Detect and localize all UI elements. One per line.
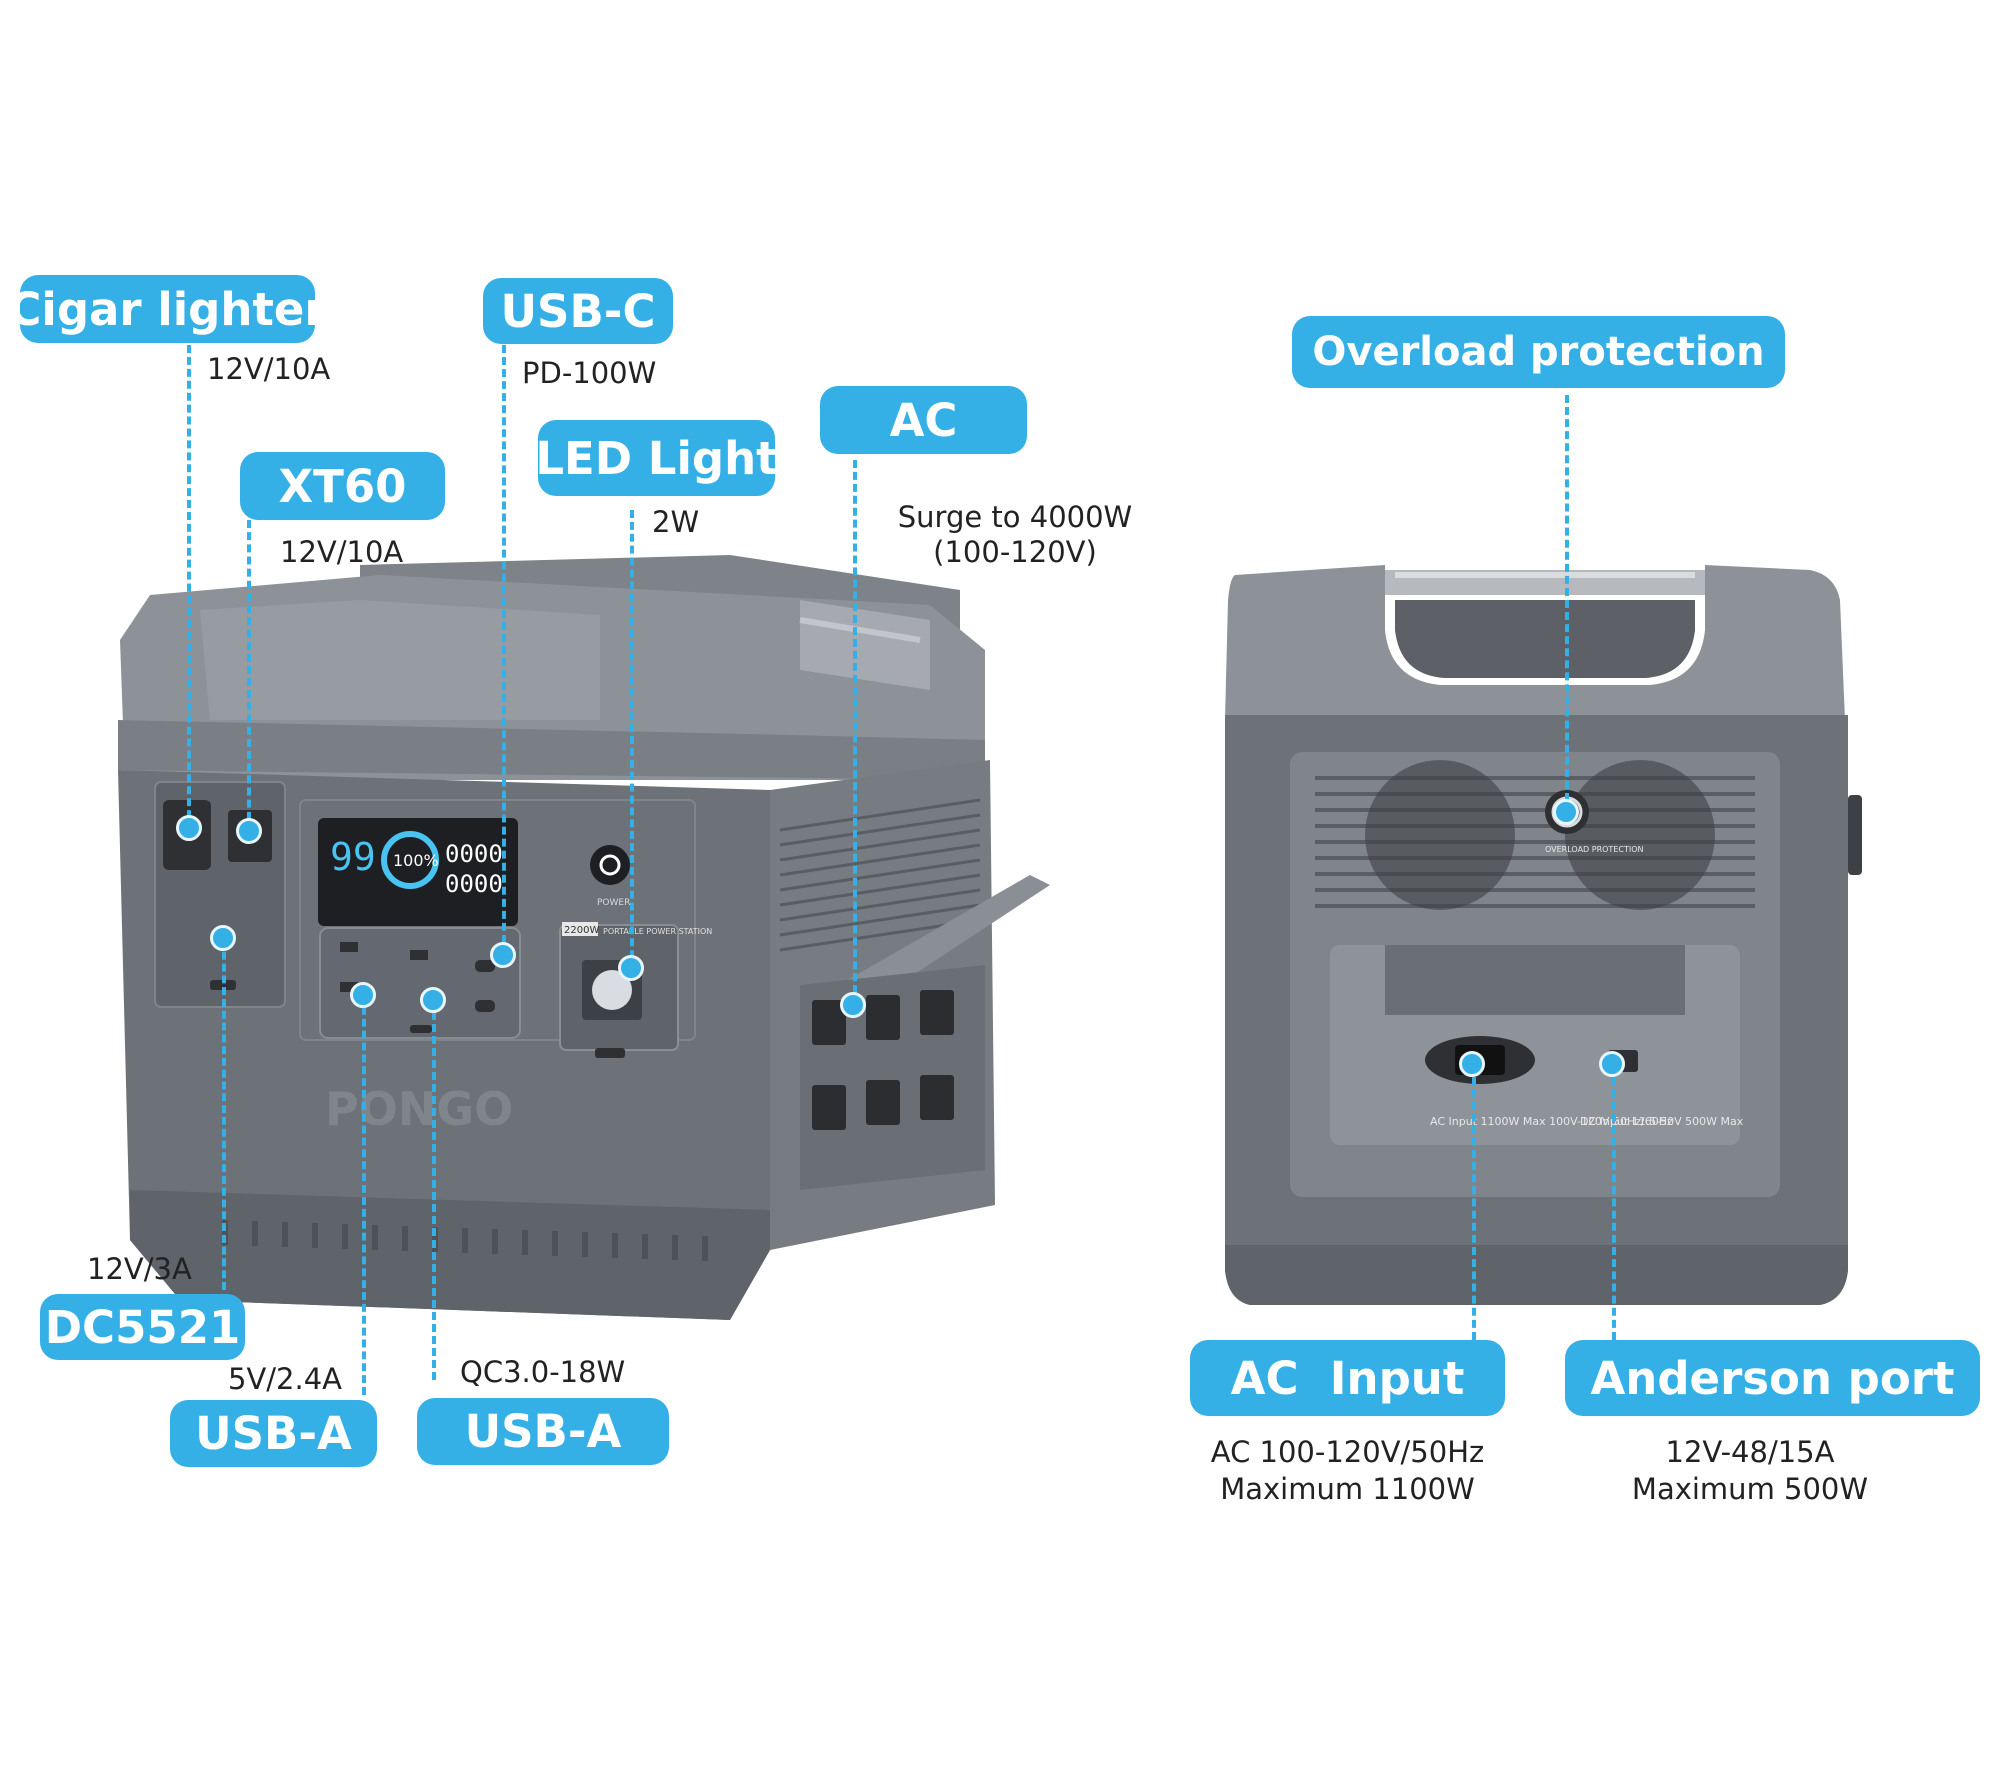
screen-ring-percent: 100% (393, 851, 439, 870)
hotspot-ac (840, 992, 866, 1018)
hotspot-usbc (490, 942, 516, 968)
screen-battery-digits: 99 (330, 835, 376, 879)
back-power-station: OVERLOAD PROTECTION AC Input 1100W Max 1… (1225, 565, 1862, 1305)
spec-anderson-line1: 12V-48/15A (1665, 1435, 1835, 1469)
hotspot-dc5521 (210, 925, 236, 951)
label-usb-c: USB-C (483, 278, 673, 344)
spec-ac-input-line2: Maximum 1100W (1220, 1472, 1475, 1506)
screen-top-digits: 0000 (445, 840, 503, 868)
overload-label: OVERLOAD PROTECTION (1545, 845, 1643, 854)
hotspot-usba1 (350, 982, 376, 1008)
dc-port-label: DC Input 11.5-50V 500W Max (1580, 1115, 1744, 1128)
spec-anderson-line2: Maximum 500W (1631, 1472, 1869, 1506)
leader-overload (1565, 395, 1569, 813)
label-overload-protection: Overload protection (1292, 316, 1785, 388)
spec-ac-input-line1: AC 100-120V/50Hz (1210, 1435, 1485, 1469)
leader-usba1 (362, 995, 366, 1395)
leader-led (630, 510, 634, 970)
hotspot-overload (1553, 799, 1579, 825)
spec-ac-line2: (100-120V) (933, 535, 1097, 569)
hotspot-ac-input (1459, 1051, 1485, 1077)
leader-dc5521 (222, 940, 226, 1290)
hotspot-usba2 (420, 987, 446, 1013)
leader-anderson (1612, 1065, 1616, 1340)
label-usb-a-1: USB-A (170, 1400, 377, 1467)
label-ac-input: AC Input (1190, 1340, 1505, 1416)
power-label: POWER (597, 898, 630, 908)
leader-ac-input (1472, 1065, 1476, 1340)
label-dc5521: DC5521 (40, 1294, 245, 1360)
spec-usb-c: PD-100W (522, 356, 657, 390)
spec-ac-line1: Surge to 4000W (897, 500, 1133, 534)
leader-xt60 (247, 520, 251, 832)
leader-cigar (187, 345, 191, 830)
label-led-light: LED Light (535, 420, 778, 496)
label-anderson-port: Anderson port (1565, 1340, 1980, 1416)
portable-label: PORTABLE POWER STATION (603, 927, 712, 936)
leader-ac (853, 460, 857, 1005)
spec-xt60: 12V/10A (280, 535, 404, 569)
front-power-station: 99 100% 0000 0000 POWER 2200W PORTABLE P… (118, 555, 1050, 1320)
screen-bottom-digits: 0000 (445, 870, 503, 898)
spec-usb-a-2: QC3.0-18W (460, 1355, 626, 1389)
spec-usb-a-1: 5V/2.4A (228, 1362, 343, 1396)
leader-usbc (502, 345, 506, 955)
brand-logo: PONGO (325, 1082, 513, 1136)
spec-led-light: 2W (652, 505, 700, 539)
hotspot-anderson (1599, 1051, 1625, 1077)
label-usb-a-2: USB-A (417, 1398, 669, 1465)
label-cigar-lighter: Cigar lighter (8, 275, 327, 343)
label-xt60: XT60 (240, 452, 445, 520)
spec-cigar-lighter: 12V/10A (207, 352, 331, 386)
leader-usba2 (432, 1000, 436, 1380)
hotspot-cigar (176, 815, 202, 841)
spec-dc5521: 12V/3A (87, 1252, 192, 1286)
hotspot-xt60 (236, 818, 262, 844)
hotspot-led (618, 955, 644, 981)
capacity-badge: 2200W (564, 925, 599, 936)
label-ac: AC (820, 386, 1027, 454)
